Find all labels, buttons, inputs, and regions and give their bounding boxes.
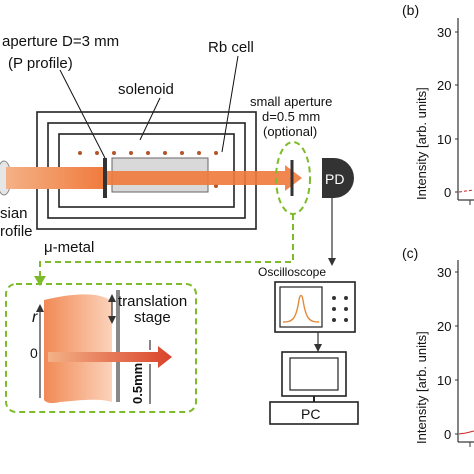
mu-metal-label: μ-metal [44, 239, 94, 256]
panel-c-tick-20: 20 [437, 319, 451, 334]
translation-label-2: stage [134, 309, 171, 326]
aperture-label-1: aperture D=3 mm [2, 33, 119, 50]
oscilloscope-knobs [332, 296, 348, 322]
r-axis-label: r [32, 309, 38, 326]
zero-label: 0 [30, 345, 38, 361]
panel-c-ticks [455, 271, 458, 435]
panel-b-ylabel: Intensity [arb. units] [414, 87, 429, 200]
rb-cell-label: Rb cell [208, 39, 254, 56]
rb-cell-pointer [221, 55, 239, 153]
oscilloscope-trace [282, 294, 320, 323]
panel-b-ticks [455, 31, 458, 193]
osc-pc-cable-head [314, 344, 322, 352]
pc-base [269, 401, 359, 425]
panel-b-label: (b) [402, 2, 419, 18]
small-aperture-label-3: (optional) [263, 124, 317, 139]
panel-c-tick-0: 0 [444, 427, 451, 442]
panel-c-tick-10: 10 [437, 373, 451, 388]
panel-c-label: (c) [402, 245, 418, 261]
panel-b-tick-10: 10 [437, 132, 451, 147]
laser-beam-wide [6, 167, 106, 189]
transmitted-beam-arrow [48, 346, 172, 368]
panel-c-ylabel: Intensity [arb. units] [414, 331, 429, 444]
inset-box [5, 283, 197, 413]
solenoid-pointer [139, 97, 161, 141]
pd-label: PD [325, 171, 344, 187]
r-axis-head [36, 304, 44, 312]
zoom-connector-head [34, 276, 46, 286]
half-mm-label: 0.5mm [130, 363, 145, 404]
photodiode [322, 158, 354, 198]
pd-cable-head [328, 258, 336, 266]
gaussian-label-1: sian [0, 205, 28, 222]
gaussian-label-2: rofile [0, 223, 33, 240]
small-aperture-label-1: small aperture [250, 94, 332, 109]
aperture-pointer [59, 69, 106, 159]
oscilloscope-label: Oscilloscope [258, 265, 326, 279]
panel-b-trace [458, 189, 474, 193]
aperture-label-2: (P profile) [8, 55, 73, 72]
stage-arrow-down-head [108, 316, 116, 324]
panel-b-tick-0: 0 [444, 185, 451, 200]
beam-profile [44, 294, 112, 404]
panel-b-tick-20: 20 [437, 78, 451, 93]
panel-c-tick-30: 30 [437, 265, 451, 280]
pc-label: PC [301, 406, 320, 422]
oscilloscope-screen [279, 286, 323, 328]
translation-label-1: translation [118, 293, 187, 310]
stage-arrow-up-head [108, 294, 116, 302]
small-aperture-label-2: d=0.5 mm [262, 109, 320, 124]
panel-b-tick-30: 30 [437, 25, 451, 40]
solenoid-label: solenoid [118, 81, 174, 98]
pc-screen [289, 357, 339, 391]
zoom-connector [39, 214, 294, 280]
laser-beam-arrow [106, 165, 302, 191]
panel-c-trace [458, 430, 474, 435]
